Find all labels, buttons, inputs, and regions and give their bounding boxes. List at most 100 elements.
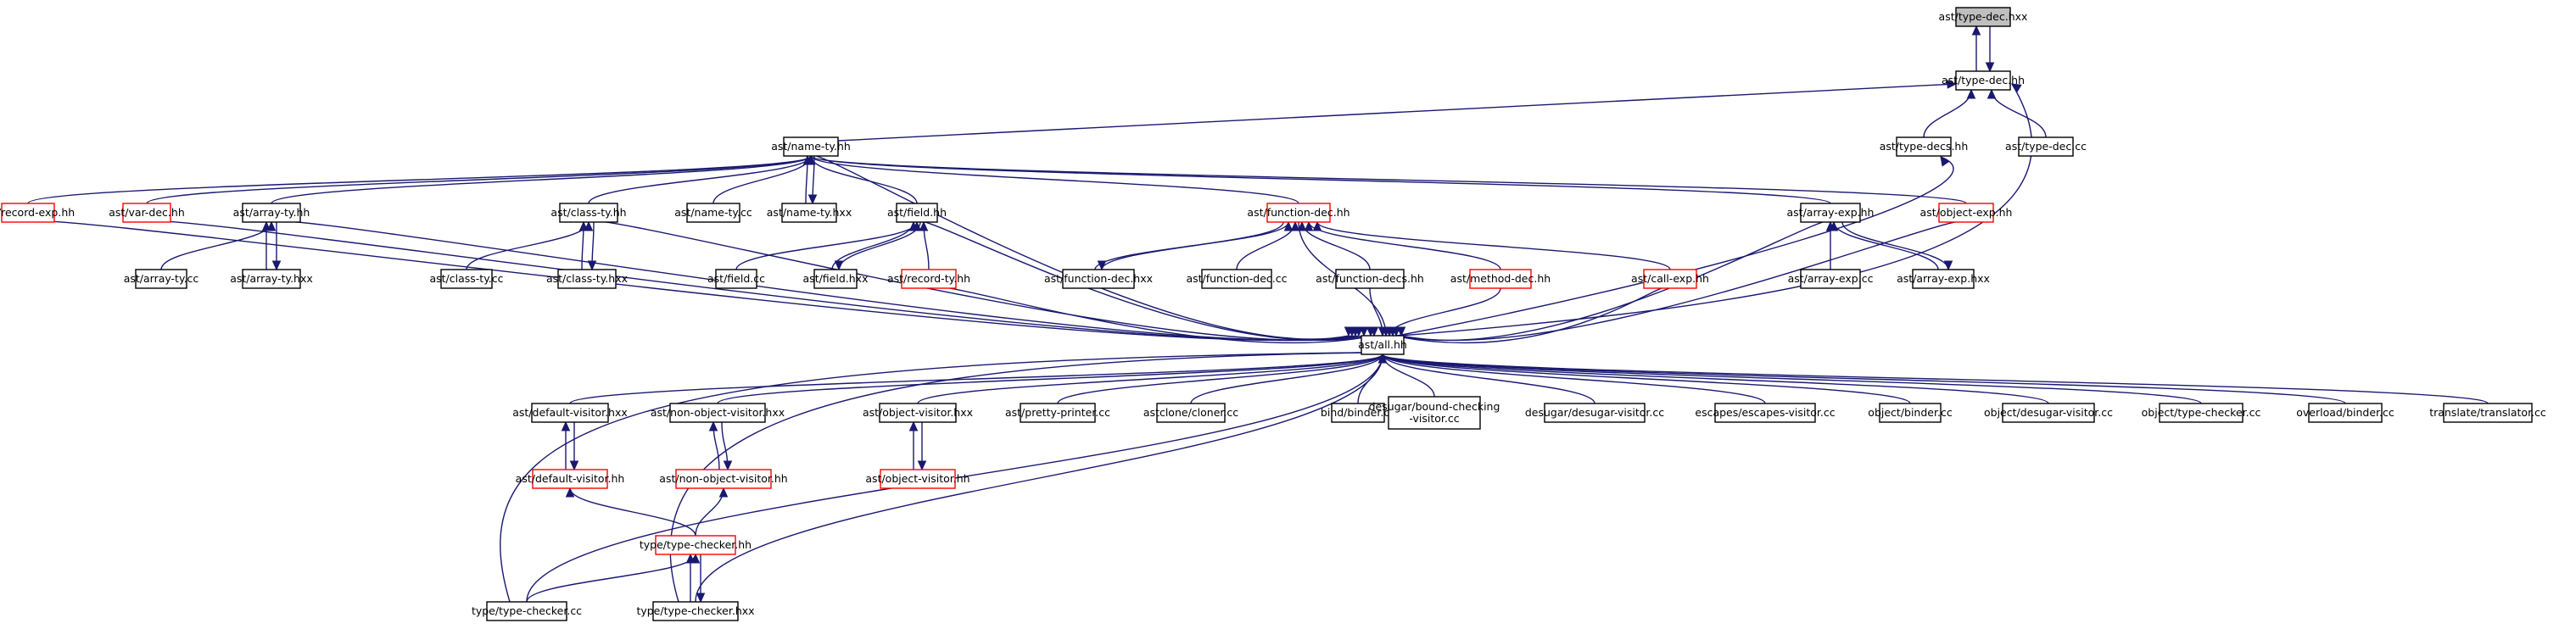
arrowhead-default_visitor_hxx (561, 420, 571, 431)
file-node-label: ast/non-object-visitor.hxx (651, 406, 785, 419)
arrowhead-type_dec_hh (2010, 83, 2022, 92)
edge-class_ty_hh-to-name_ty_hh (588, 155, 812, 204)
file-node-field-hxx[interactable]: ast/field.hxx (803, 269, 869, 289)
file-node-class-ty-hh[interactable]: ast/class-ty.hh (550, 203, 627, 223)
file-node-type-dec-hh[interactable]: ast/type-dec.hh (1942, 70, 2025, 91)
edge-type_checker_hh-to-default_visitor_hh (569, 487, 696, 537)
file-node-type-dec-cc[interactable]: ast/type-dec.cc (2005, 136, 2087, 157)
file-node-type-decs-hh[interactable]: ast/type-decs.hh (1880, 136, 1969, 157)
file-node-function-decs-hh[interactable]: ast/function-decs.hh (1316, 269, 1424, 289)
file-node-array-exp-hxx[interactable]: ast/array-exp.hxx (1897, 269, 1990, 289)
file-node-box (1331, 403, 1385, 423)
arrowhead-function_dec_hxx (1097, 260, 1107, 271)
file-node-pretty-printer-cc[interactable]: ast/pretty-printer.cc (1005, 403, 1110, 423)
file-node-function-dec-hh[interactable]: ast/function-dec.hh (1247, 203, 1350, 223)
file-node-class-ty-hxx[interactable]: ast/class-ty.hxx (546, 269, 628, 289)
edge-function_dec_hh-to-function_dec_hxx (1101, 221, 1284, 270)
file-node-var-dec-hh[interactable]: ast/var-dec.hh (109, 203, 185, 223)
file-node-object-visitor-hh[interactable]: ast/object-visitor.hh (865, 469, 970, 489)
file-node-method-dec-hh[interactable]: ast/method-dec.hh (1450, 269, 1551, 289)
arrowhead-type_decs_hh (1940, 156, 1950, 167)
file-node-default-visitor-hh[interactable]: ast/default-visitor.hh (516, 469, 625, 489)
file-node-box (669, 403, 766, 423)
file-node-desugar-visitor-cc[interactable]: desugar/desugar-visitor.cc (1525, 403, 1664, 423)
file-node-label: astclone/cloner.cc (1143, 406, 1238, 419)
file-node-label: overload/binder.cc (2296, 406, 2394, 419)
file-node-box (879, 403, 957, 423)
file-node-array-exp-cc[interactable]: ast/array-exp.cc (1788, 269, 1874, 289)
file-node-label: -visitor.cc (1409, 412, 1459, 425)
file-node-box (1714, 403, 1816, 423)
file-node-class-ty-cc[interactable]: ast/class-ty.cc (429, 269, 504, 289)
file-node-default-visitor-hxx[interactable]: ast/default-visitor.hxx (512, 403, 628, 423)
file-node-name-ty-hxx[interactable]: ast/name-ty.hxx (767, 203, 852, 223)
file-node-type-checker-cc[interactable]: type/type-checker.cc (472, 601, 582, 621)
file-node-field-hh[interactable]: ast/field.hh (887, 203, 947, 223)
file-node-array-ty-cc[interactable]: ast/array-ty.cc (124, 269, 199, 289)
file-node-box (2002, 403, 2095, 423)
file-node-box (813, 269, 858, 289)
file-node-record-exp-hh[interactable]: ast/record-exp.hh (0, 203, 75, 223)
file-node-overload-binder-cc[interactable]: overload/binder.cc (2296, 403, 2394, 423)
file-node-array-ty-hxx[interactable]: ast/array-ty.hxx (230, 269, 313, 289)
file-node-cloner-cc[interactable]: astclone/cloner.cc (1143, 403, 1238, 423)
file-node-object-desugar-visitor-cc[interactable]: object/desugar-visitor.cc (1984, 403, 2113, 423)
edge-all_hh-to-type_decs_hh (1396, 156, 1954, 337)
file-node-function-dec-hxx[interactable]: ast/function-dec.hxx (1044, 269, 1153, 289)
file-node-binder-cc[interactable]: bind/binder.cc (1321, 403, 1395, 423)
arrowhead-all_hh (1377, 353, 1388, 364)
file-node-name-ty-cc[interactable]: ast/name-ty.cc (674, 203, 752, 223)
file-node-label: bind/binder.cc (1321, 406, 1395, 419)
file-node-function-dec-cc[interactable]: ast/function-dec.cc (1186, 269, 1288, 289)
edge-desugar_visitor_cc-to-all_hh (1382, 353, 1595, 404)
file-node-box (486, 601, 567, 621)
file-node-object-exp-hh[interactable]: ast/object-exp.hh (1920, 203, 2013, 223)
file-node-label: ast/object-visitor.hh (865, 472, 969, 485)
arrowhead-class_ty_hh (578, 220, 589, 231)
file-node-bounds-checking-cc[interactable]: desugar/bound-checking-visitor.cc (1369, 396, 1500, 430)
file-node-field-cc[interactable]: ast/field.cc (707, 269, 765, 289)
file-node-box (557, 269, 617, 289)
file-node-escapes-visitor-cc[interactable]: escapes/escapes-visitor.cc (1695, 403, 1836, 423)
arrowhead-function_dec_hh (1290, 220, 1300, 231)
edge-array_exp_hxx-to-array_exp_hh (1833, 221, 1939, 270)
file-node-record-ty-hh[interactable]: ast/record-ty.hh (887, 269, 970, 289)
file-node-type-checker-hh[interactable]: type/type-checker.hh (640, 535, 752, 555)
file-node-label: ast/type-decs.hh (1880, 140, 1969, 153)
file-node-label: ast/array-ty.hh (233, 206, 310, 219)
file-node-type-dec-hxx[interactable]: ast/type-dec.hxx (1939, 7, 2028, 27)
file-node-label: ast/pretty-printer.cc (1005, 406, 1110, 419)
file-node-box (781, 203, 837, 223)
file-node-box (1800, 269, 1861, 289)
edge-overload_binder_cc-to-all_hh (1382, 353, 2346, 404)
file-node-type-checker-hxx[interactable]: type/type-checker.hxx (636, 601, 755, 621)
file-node-non-object-visitor-hxx[interactable]: ast/non-object-visitor.hxx (651, 403, 785, 423)
file-node-box (880, 469, 956, 489)
file-node-array-ty-hh[interactable]: ast/array-ty.hh (233, 203, 310, 223)
file-node-object-binder-cc[interactable]: object/binder.cc (1868, 403, 1953, 423)
file-node-label: escapes/escapes-visitor.cc (1695, 406, 1835, 419)
arrowhead-field_hh (908, 220, 919, 231)
file-node-label: ast/field.hxx (803, 272, 869, 285)
edge-object_binder_cc-to-all_hh (1382, 353, 1911, 404)
file-node-name-ty-hh[interactable]: ast/name-ty.hh (771, 136, 851, 157)
arrowhead-type_checker_hh (685, 553, 696, 564)
file-node-box (1266, 203, 1331, 223)
file-node-non-object-visitor-hh[interactable]: ast/non-object-visitor.hh (659, 469, 788, 489)
file-node-box (1020, 403, 1096, 423)
file-node-box (1469, 269, 1532, 289)
edge-default_visitor_hxx-to-all_hh (569, 353, 1383, 404)
edge-name_ty_hh-to-all_hh (810, 154, 1349, 340)
file-node-call-exp-hh[interactable]: ast/call-exp.hh (1631, 269, 1709, 289)
file-node-translator-cc[interactable]: translate/translator.cc (2429, 403, 2546, 423)
arrowhead-type_dec_hh (1985, 62, 1995, 73)
file-node-object-visitor-hxx[interactable]: ast/object-visitor.hxx (863, 403, 973, 423)
file-node-array-exp-hh[interactable]: ast/array-exp.hh (1787, 203, 1875, 223)
edge-var_dec_hh-to-name_ty_hh (146, 155, 812, 204)
file-node-object-type-checker-cc[interactable]: object/type-checker.cc (2142, 403, 2261, 423)
file-node-box (1062, 269, 1135, 289)
file-node-all-hh[interactable]: ast/all.hh (1358, 335, 1407, 355)
file-node-label: ast/default-visitor.hh (516, 472, 625, 485)
file-node-label: ast/non-object-visitor.hh (659, 472, 787, 485)
file-node-label: ast/array-exp.cc (1788, 272, 1874, 285)
